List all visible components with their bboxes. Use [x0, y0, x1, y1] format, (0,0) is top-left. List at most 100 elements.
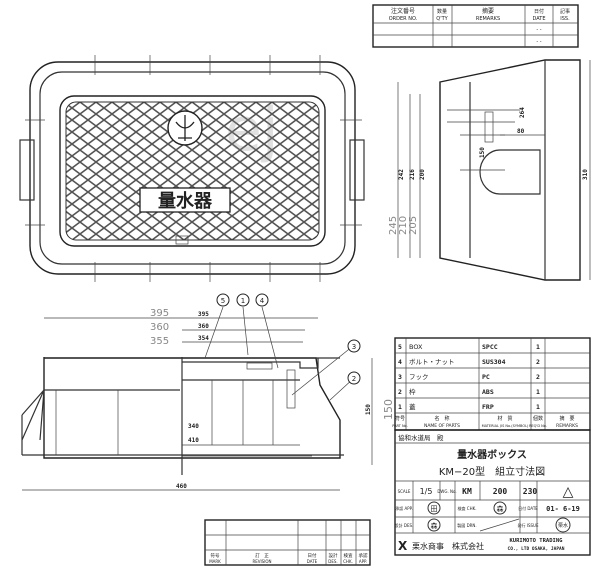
part-material: ABS [482, 388, 494, 396]
qty-header-jp: 数量 [437, 8, 447, 15]
part-qty: 1 [536, 388, 540, 396]
part-material: SUS304 [482, 358, 506, 366]
dim-395: 395 [198, 311, 209, 318]
iss-header-jp: 記事 [560, 8, 570, 15]
dwg-no-prefix: KM [462, 487, 472, 496]
rev-app-jp: 承認 [359, 552, 368, 559]
handle-left [19, 139, 35, 201]
title-block: 協和水道局 殿 量水器ボックス KM−20型 組立寸法図 SCALE 1/5 D… [394, 429, 591, 556]
part-name: 枠 [409, 387, 416, 396]
rev-date-jp: 日付 [308, 552, 317, 559]
dim-340: 340 [188, 423, 199, 430]
des-stamp: 森 [431, 521, 438, 530]
app-label: 承認 APP. [395, 505, 412, 511]
order-table: 注文番号 ORDER NO. 数量 Q'TY 摘要 REMARKS 日付 DAT… [372, 4, 579, 48]
part-qty: 2 [536, 358, 540, 366]
drawing-subtitle: KM−20型 組立寸法図 [439, 465, 545, 478]
balloon-2: 2 [352, 375, 356, 383]
part-no: 3 [398, 373, 402, 381]
rev-chk-jp: 検査 [344, 552, 353, 559]
company-address: CO., LTD OSAKA, JAPAN [508, 546, 565, 552]
rev-des-en: DES. [328, 559, 337, 564]
revision-table: 符号 MARK 訂 正 REVISION 日付 DATE 設計 DES. 検査 … [204, 519, 371, 566]
company-name-jp: 栗水商事 株式会社 [412, 541, 484, 551]
rev-mark-en: MARK [209, 559, 221, 564]
date-label: 日付 DATE [518, 505, 538, 511]
drawing-title: 量水器ボックス [457, 448, 527, 461]
part-qty: 1 [536, 403, 540, 411]
dim-150: 150 [365, 404, 372, 415]
header-name-en: NAME OF PARTS [424, 423, 460, 429]
scale-value: 1/5 [420, 487, 433, 496]
balloon-5: 5 [221, 297, 225, 305]
part-no: 2 [398, 388, 402, 396]
drn-label: 製図 DRN. [457, 522, 476, 528]
dim-80: 80 [517, 128, 525, 135]
part-balloons: 5 1 4 3 2 [204, 293, 361, 401]
company-logo-icon: X [398, 539, 408, 553]
dim-210-handwritten: 210 [398, 216, 409, 235]
rev-revision-en: REVISION [252, 559, 271, 564]
dim-360: 360 [198, 323, 209, 330]
header-part-no-jp: 符号 [395, 415, 405, 422]
remarks-header-jp: 摘要 [482, 7, 494, 15]
dim-150: 150 [479, 147, 486, 158]
dim-216: 216 [409, 169, 416, 180]
parts-table-row: 3 フック PC 2 [398, 373, 540, 381]
issue-label: 発行 ISSUE [518, 522, 539, 528]
rev-mark-jp: 符号 [211, 552, 220, 559]
dim-242: 242 [398, 169, 405, 180]
qty-header-en: Q'TY [436, 16, 448, 22]
balloon-4: 4 [260, 297, 265, 305]
part-name: フック [409, 373, 429, 381]
top-view: 量水器 [19, 55, 365, 282]
part-material: FRP [482, 403, 494, 411]
order-no-header-en: ORDER NO. [389, 16, 418, 22]
dwg-no-part1: 200 [493, 487, 508, 496]
dim-310: 310 [582, 169, 589, 180]
part-qty: 2 [536, 373, 540, 381]
dim-150-handwritten: 150 [382, 399, 395, 420]
date-header-jp: 日付 [534, 8, 544, 15]
date-placeholder: - - [536, 39, 541, 45]
rev-chk-en: CHK. [343, 559, 353, 564]
part-name: 蓋 [409, 402, 416, 411]
revision-mark: △ [563, 484, 574, 500]
nameplate-text: 量水器 [158, 190, 213, 212]
header-remarks-en: REMARKS [556, 423, 578, 429]
part-name: ボルト・ナット [409, 358, 455, 366]
dim-395-handwritten: 395 [150, 308, 169, 319]
header-part-no-en: PART No. [392, 424, 408, 428]
dim-360-handwritten: 360 [150, 322, 169, 333]
date-value: 01- 6-19 [546, 505, 580, 513]
dim-245-handwritten: 245 [388, 216, 399, 235]
part-material: PC [482, 373, 490, 381]
des-label: 設計 DES. [395, 522, 414, 528]
watermark: ej [225, 95, 279, 165]
balloon-1: 1 [241, 297, 245, 305]
header-name-jp: 名 称 [434, 415, 449, 422]
header-material-jp: 材 質 [497, 415, 512, 422]
balloon-3: 3 [352, 343, 356, 351]
dim-354: 354 [198, 335, 209, 342]
header-material-en: MATERIAL JIS No.(SYMBOL) [482, 424, 529, 428]
chk-label: 検査 CHK. [458, 505, 477, 511]
dim-410: 410 [188, 437, 199, 444]
rev-date-en: DATE [307, 559, 318, 564]
rev-des-jp: 設計 [329, 552, 338, 559]
front-view: 395 395 360 360 354 355 340 410 460 150 … [21, 293, 395, 491]
chk-stamp: 森 [497, 504, 504, 513]
part-no: 5 [398, 343, 402, 351]
date-placeholder: - - [536, 27, 541, 33]
date-header-en: DATE [532, 16, 545, 22]
header-remarks-jp: 摘 要 [559, 415, 574, 422]
iss-header-en: ISS. [560, 16, 570, 22]
order-no-header-jp: 注文番号 [391, 7, 415, 15]
part-name: BOX [409, 343, 423, 351]
part-material: SPCC [482, 343, 498, 351]
dim-205-handwritten: 205 [408, 216, 419, 235]
